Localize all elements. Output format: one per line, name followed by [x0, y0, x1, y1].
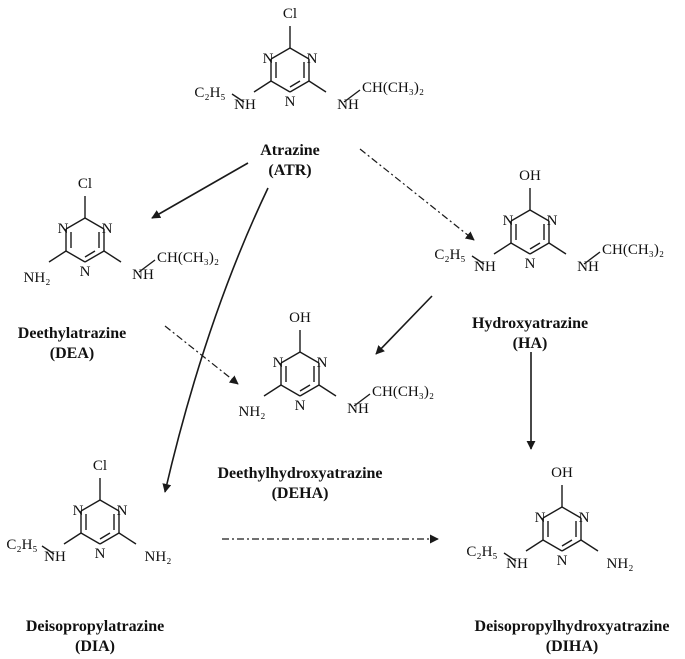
deha-abbr: (DEHA): [272, 485, 329, 502]
deha-name: Deethylhydroxyatrazine: [217, 465, 382, 482]
dia-ring-n3: N: [95, 546, 106, 562]
dia-left-nh: NH: [44, 549, 66, 565]
atr-ring-n2: N: [307, 51, 318, 67]
atr-ring-n3: N: [285, 94, 296, 110]
deha-left-nh: NH₂: [239, 404, 266, 420]
deha-right-nh: NH: [347, 401, 369, 417]
ha-ring-n3: N: [525, 256, 536, 272]
dea-right-group: CH(CH₃)₂: [157, 250, 219, 266]
atr-right-nh: NH: [337, 97, 359, 113]
dea-ring-n3: N: [80, 264, 91, 280]
atr-ring-n1: N: [263, 51, 274, 67]
diha-top-atom: OH: [551, 465, 573, 481]
molecule-diha: OH N N N NH C₂H₅ NH₂ Deisopropylhydroxya…: [466, 465, 669, 655]
dea-name: Deethylatrazine: [18, 325, 126, 342]
dea-right-nh: NH: [132, 267, 154, 283]
arrow-atr-to-dea: [151, 162, 249, 219]
dea-ring-n1: N: [58, 221, 69, 237]
diha-left-nh: NH: [506, 556, 528, 572]
ha-left-group: C₂H₅: [434, 247, 465, 263]
dia-ring-n1: N: [73, 503, 84, 519]
atr-abbr: (ATR): [268, 162, 311, 179]
dia-name: Deisopropylatrazine: [26, 618, 164, 635]
molecule-dia: Cl N N N NH C₂H₅ NH₂ Deisopropylatrazine…: [6, 458, 171, 655]
ha-top-atom: OH: [519, 168, 541, 184]
atr-right-group: CH(CH₃)₂: [362, 80, 424, 96]
diha-ring-n3: N: [557, 553, 568, 569]
diha-ring-n2: N: [579, 510, 590, 526]
arrow-atr-to-dia: [162, 187, 269, 493]
ha-right-nh: NH: [577, 259, 599, 275]
molecule-dea: Cl N N N NH₂ NH CH(CH₃)₂ Deethylatrazine…: [18, 176, 219, 362]
deha-ring-n2: N: [317, 355, 328, 371]
pathway-arrows: [151, 148, 536, 544]
arrow-atr-to-ha: [359, 148, 475, 241]
diha-ring-n1: N: [535, 510, 546, 526]
diha-left-group: C₂H₅: [466, 544, 497, 560]
ha-right-group: CH(CH₃)₂: [602, 242, 664, 258]
molecule-atr: Cl N N N NH C₂H₅ NH CH(CH₃)₂ Atrazine (A…: [194, 6, 424, 179]
deha-ring-n1: N: [273, 355, 284, 371]
dia-abbr: (DIA): [75, 638, 115, 655]
dea-ring-n2: N: [102, 221, 113, 237]
ha-ring-n1: N: [503, 213, 514, 229]
deha-right-group: CH(CH₃)₂: [372, 384, 434, 400]
dea-left-nh: NH₂: [24, 270, 51, 286]
deha-top-atom: OH: [289, 310, 311, 326]
arrow-ha-to-deha: [375, 295, 433, 355]
ha-left-nh: NH: [474, 259, 496, 275]
dia-right-nh: NH₂: [145, 549, 172, 565]
atr-top-atom: Cl: [283, 6, 297, 22]
ha-abbr: (HA): [513, 335, 548, 352]
molecule-ha: OH N N N NH C₂H₅ NH CH(CH₃)₂ Hydroxyatra…: [434, 168, 664, 352]
dia-ring-n2: N: [117, 503, 128, 519]
atr-left-nh: NH: [234, 97, 256, 113]
diha-name: Deisopropylhydroxyatrazine: [475, 618, 670, 635]
deha-ring-n3: N: [295, 398, 306, 414]
ha-ring-n2: N: [547, 213, 558, 229]
dia-left-group: C₂H₅: [6, 537, 37, 553]
dea-top-atom: Cl: [78, 176, 92, 192]
diha-abbr: (DIHA): [546, 638, 598, 655]
atr-left-group: C₂H₅: [194, 85, 225, 101]
ha-name: Hydroxyatrazine: [472, 315, 588, 332]
dea-abbr: (DEA): [50, 345, 94, 362]
diha-right-nh: NH₂: [607, 556, 634, 572]
molecule-deha: OH N N N NH₂ NH CH(CH₃)₂ Deethylhydroxya…: [217, 310, 434, 502]
arrow-dea-to-deha: [164, 325, 239, 385]
dia-top-atom: Cl: [93, 458, 107, 474]
atr-name: Atrazine: [260, 142, 320, 159]
